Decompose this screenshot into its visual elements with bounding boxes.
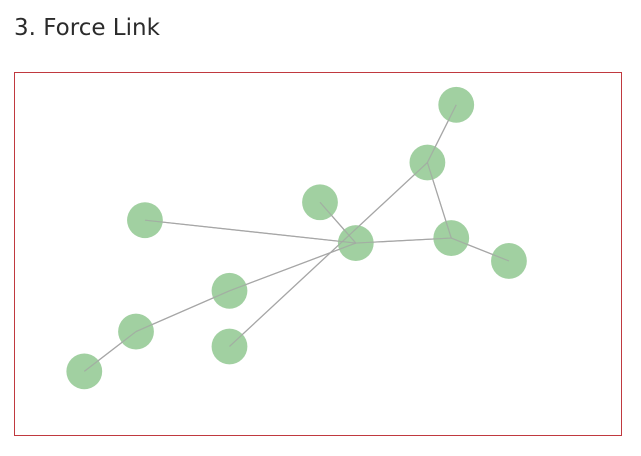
graph-link-overlay-9 xyxy=(229,162,428,347)
graph-link-overlay-0 xyxy=(144,219,356,244)
nodes-layer[interactable] xyxy=(66,86,527,390)
graph-link-overlay-8 xyxy=(426,104,457,163)
graph-link-overlay-3 xyxy=(135,290,230,333)
links-overlay xyxy=(83,104,510,372)
graph-link-overlay-4 xyxy=(83,331,137,372)
graph-link-overlay-7 xyxy=(426,162,452,239)
force-link-graph-frame[interactable] xyxy=(14,72,622,436)
page-title: 3. Force Link xyxy=(14,15,160,41)
graph-node-n5[interactable] xyxy=(302,184,338,221)
graph-link-overlay-2 xyxy=(319,201,357,244)
graph-node-n7[interactable] xyxy=(491,243,527,279)
force-link-graph[interactable] xyxy=(15,73,621,435)
graph-link-overlay-1 xyxy=(229,242,357,292)
graph-link-overlay-5 xyxy=(355,237,452,244)
graph-node-n9[interactable] xyxy=(438,86,475,123)
graph-link-overlay-6 xyxy=(451,237,510,262)
